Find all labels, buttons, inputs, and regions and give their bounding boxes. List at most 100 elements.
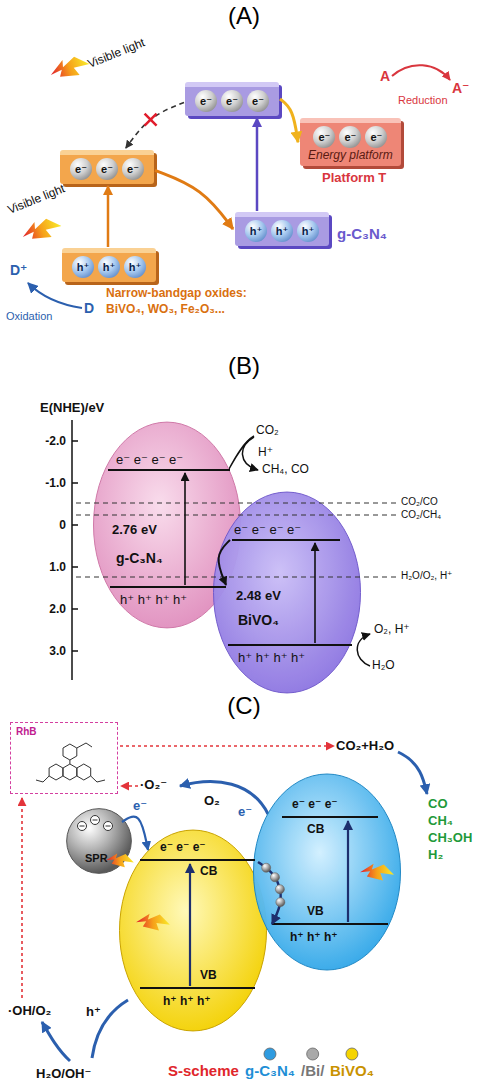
rhb-molecule — [36, 780, 43, 782]
process-label: Reduction — [398, 94, 448, 107]
electron-symbol — [91, 816, 100, 825]
node-outline — [66, 808, 132, 874]
excitation-arrow — [347, 821, 349, 922]
rhb-molecule — [91, 776, 97, 782]
product-label: CO — [428, 796, 448, 812]
node-text: BiVO₄ — [238, 612, 279, 629]
node-text: RhB — [16, 726, 37, 738]
scheme-title: g-C₃N₄ — [245, 1062, 295, 1080]
rhb-molecule — [86, 743, 92, 747]
species-label: e⁻ — [238, 804, 252, 820]
bi-particle — [262, 863, 271, 872]
species-label: h⁺ — [86, 1004, 101, 1020]
redox-potential-line — [76, 503, 398, 504]
node-caption: Narrow-bandgap oxides: — [106, 286, 247, 300]
node-text: h⁺ h⁺ h⁺ — [163, 994, 211, 1008]
bi-particle — [275, 885, 284, 894]
degradation-arrow — [121, 785, 138, 787]
energy-axis — [72, 566, 78, 568]
bi-particle — [276, 898, 285, 907]
light-bolt — [106, 853, 134, 867]
rhb-molecule — [97, 780, 105, 782]
excitation-arrow — [184, 473, 186, 585]
rhb-molecule — [77, 743, 86, 748]
axis-title: E(NHE)/eV — [40, 400, 104, 416]
node-outline — [214, 492, 361, 693]
excitation-arrow — [189, 864, 191, 986]
energy-axis — [72, 650, 78, 652]
species-label: H₂O/OH⁻ — [36, 1066, 91, 1082]
axis-tick: 3.0 — [49, 644, 66, 658]
reaction-arrow — [357, 634, 370, 666]
degradation-arrow — [21, 798, 23, 998]
light-label: Visible light — [86, 35, 147, 71]
species-label: H₂O — [372, 658, 395, 672]
legend-dot — [346, 1048, 358, 1060]
band-edge — [108, 469, 230, 471]
blocked-transfer-arrow — [126, 102, 184, 148]
band-slab: e⁻e⁻e⁻ — [60, 150, 154, 184]
degradation-arrow — [120, 745, 334, 747]
node-text: g-C₃N₄ — [116, 550, 163, 567]
energy-axis — [72, 420, 78, 680]
panel-label: (B) — [228, 352, 260, 381]
pollutant-box: RhB — [10, 722, 118, 794]
node-outline — [120, 830, 267, 1031]
electron-label: e⁻ — [365, 126, 387, 148]
energy-axis — [72, 608, 78, 610]
potential-label: CO₂/CH₄ — [401, 509, 441, 521]
rhb-molecule — [49, 764, 63, 780]
excitation-arrow — [314, 543, 316, 643]
potential-label: H₂O/O₂, H⁺ — [401, 570, 452, 582]
electron-label: e⁻ — [339, 126, 361, 148]
light-bolt — [106, 853, 394, 930]
bi-particle — [270, 873, 279, 882]
carrier-row: e⁻e⁻e⁻ — [308, 126, 393, 148]
reaction-arrow — [180, 782, 268, 814]
semiconductor-ellipse: e⁻ e⁻ e⁻CBVBh⁺ h⁺ h⁺ — [118, 828, 268, 1033]
electron-symbol — [78, 816, 113, 831]
axis-tick: -1.0 — [45, 476, 66, 490]
hole-label: h⁺ — [98, 256, 120, 278]
species-label: ·O₂⁻ — [140, 777, 167, 793]
process-label: Oxidation — [6, 310, 52, 323]
band-edge — [272, 923, 388, 925]
panel-label: (C) — [227, 692, 260, 721]
legend-dot — [264, 1048, 358, 1060]
band-edge — [232, 539, 340, 541]
rhb-molecule — [43, 776, 49, 782]
hole-label: h⁺ — [72, 256, 94, 278]
transfer-arrow — [280, 99, 298, 142]
semiconductor-ellipse: e⁻ e⁻ e⁻CBVBh⁺ h⁺ h⁺ — [252, 772, 402, 972]
rhb-molecule — [36, 743, 105, 782]
electron-label: e⁻ — [221, 90, 243, 112]
species-label: O₂, H⁺ — [374, 622, 410, 636]
rhb-molecule — [77, 764, 91, 780]
axis-tick: 2.0 — [49, 602, 66, 616]
blocked-mark — [145, 114, 157, 126]
band-edge — [108, 470, 388, 988]
node-caption: g-C₃N₄ — [337, 225, 387, 243]
node-text: h⁺ h⁺ h⁺ h⁺ — [238, 650, 305, 666]
energy-axis — [72, 524, 78, 526]
rhb-molecule — [63, 744, 77, 760]
node-text: CB — [200, 864, 217, 878]
hole-label: h⁺ — [245, 220, 267, 242]
light-bolt — [47, 52, 91, 84]
energy-axis — [71, 420, 73, 680]
species-label: ·OH/O₂ — [8, 1003, 51, 1019]
reaction-arrow — [28, 283, 82, 308]
edge-label: e⁻ — [131, 799, 149, 813]
scheme-title: BiVO₄ — [330, 1062, 374, 1080]
potential-label: CO₂/CO — [401, 496, 438, 508]
band-edge — [110, 586, 226, 588]
node-outline — [67, 809, 132, 874]
node-text: h⁺ h⁺ h⁺ h⁺ — [120, 592, 187, 608]
recombination-arrow — [155, 170, 233, 229]
carrier-row: e⁻e⁻e⁻ — [193, 90, 271, 112]
energy-axis — [72, 440, 78, 442]
carrier-row: h⁺h⁺h⁺ — [243, 220, 321, 242]
carrier-row: e⁻e⁻e⁻ — [68, 158, 146, 180]
excitation-arrow — [107, 186, 110, 247]
band-edge — [282, 816, 378, 818]
